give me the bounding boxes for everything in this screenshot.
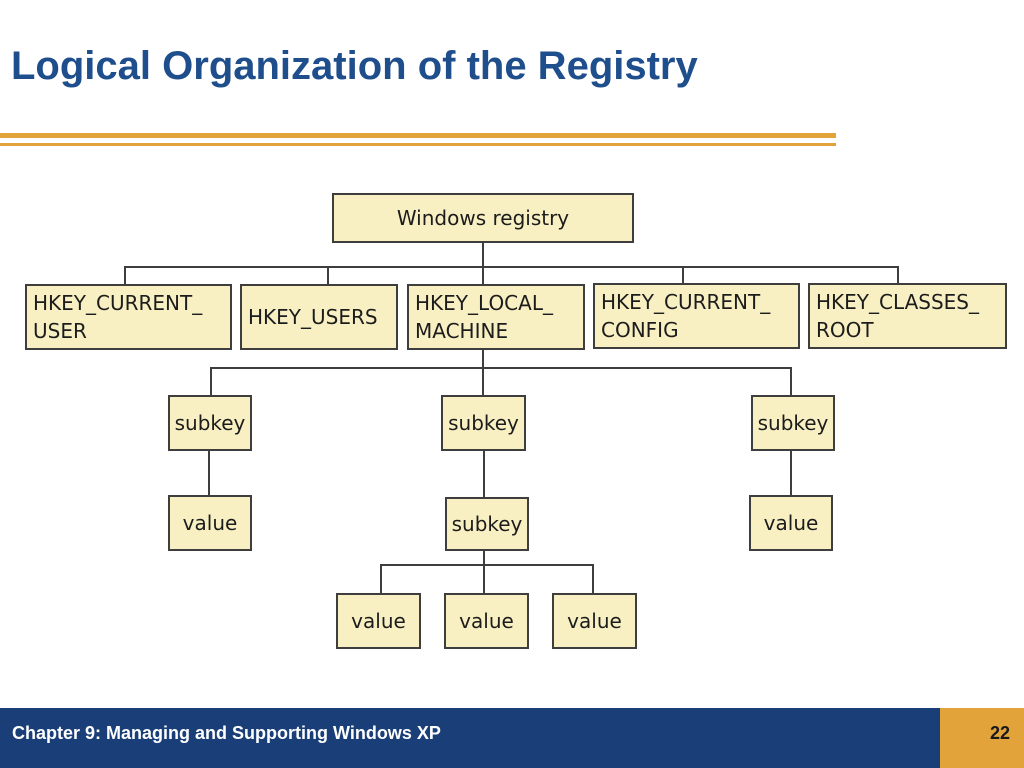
connector — [790, 450, 792, 495]
node-windows-registry: Windows registry — [332, 193, 634, 243]
node-hkey-classes-root: HKEY_CLASSES_ ROOT — [808, 283, 1007, 349]
registry-diagram: Windows registry HKEY_CURRENT_ USER HKEY… — [25, 193, 1007, 649]
connector — [327, 266, 329, 284]
connector — [210, 367, 212, 395]
connector — [124, 266, 899, 268]
title-rule-thin — [0, 143, 836, 146]
slide-title: Logical Organization of the Registry — [11, 44, 698, 88]
connector — [482, 350, 484, 368]
node-value-left: value — [168, 495, 252, 551]
slide-footer: Chapter 9: Managing and Supporting Windo… — [0, 708, 1024, 768]
connector — [483, 550, 485, 565]
node-value-bottom-2: value — [444, 593, 529, 649]
node-value-right: value — [749, 495, 833, 551]
node-hkey-local-machine: HKEY_LOCAL_ MACHINE — [407, 284, 585, 350]
node-value-bottom-3: value — [552, 593, 637, 649]
footer-chapter-text: Chapter 9: Managing and Supporting Windo… — [12, 723, 441, 743]
connector — [482, 242, 484, 267]
connector — [790, 367, 792, 395]
page-number: 22 — [989, 723, 1010, 743]
connector — [210, 367, 792, 369]
connector — [208, 450, 210, 495]
node-hkey-users: HKEY_USERS — [240, 284, 398, 350]
connector — [124, 266, 126, 284]
connector — [482, 266, 484, 284]
connector — [897, 266, 899, 284]
node-hkey-current-user: HKEY_CURRENT_ USER — [25, 284, 232, 350]
connector — [483, 450, 485, 497]
node-hkey-current-config: HKEY_CURRENT_ CONFIG — [593, 283, 800, 349]
node-value-bottom-1: value — [336, 593, 421, 649]
connector — [380, 564, 382, 593]
connector — [592, 564, 594, 593]
node-subkey-right: subkey — [751, 395, 835, 451]
connector — [682, 266, 684, 284]
connector — [482, 367, 484, 395]
title-rule-thick — [0, 133, 836, 138]
page-number-box: 22 — [940, 708, 1024, 768]
connector — [483, 564, 485, 593]
node-subkey-middle: subkey — [441, 395, 526, 451]
connector — [380, 564, 593, 566]
node-subkey-nested: subkey — [445, 497, 529, 551]
node-subkey-left: subkey — [168, 395, 252, 451]
